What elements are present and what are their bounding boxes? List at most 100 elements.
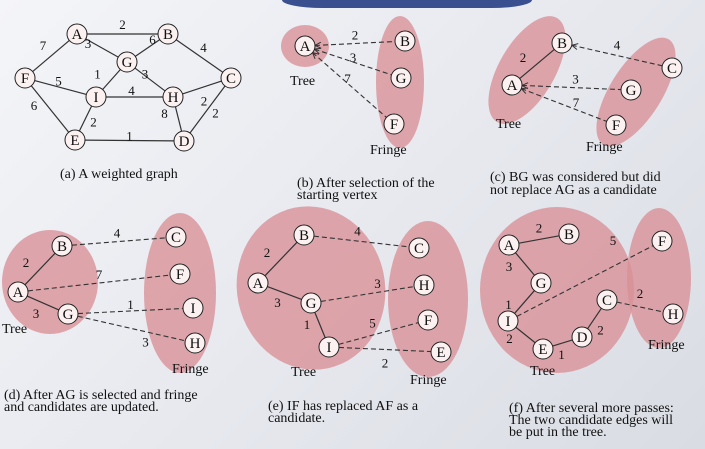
panel-a-vertex-G: G: [116, 51, 138, 73]
vertex-label: B: [299, 228, 309, 244]
panel-a-edge-HD: [174, 106, 183, 132]
vertex-circle: [620, 79, 642, 101]
panel-e-vertex-C: C: [408, 237, 430, 259]
panel-f-edge-IF: [516, 245, 654, 317]
caption-b: (b) After selection of the starting vert…: [297, 176, 438, 203]
vertex-circle: [293, 224, 315, 246]
panel-d-edge-AG: [26, 295, 60, 311]
caption-c-line: (c) BG was considered but did: [490, 170, 661, 185]
vertex-label: C: [667, 61, 677, 77]
panel-a-weight-ED: 1: [126, 129, 133, 144]
panel-f-weight-AG: 3: [506, 259, 513, 274]
panel-b-edge-AF: [312, 52, 387, 118]
vertex-label: H: [190, 336, 201, 352]
vertex-label: G: [626, 83, 637, 99]
panel-e-fringe-label: Fringe: [410, 373, 447, 388]
panel-e-weight-GI: 1: [304, 317, 311, 332]
panel-e-edge-AG: [267, 285, 302, 301]
vertex-circle: [605, 114, 627, 136]
caption-f: (f) After several more passes: The two c…: [509, 401, 677, 440]
panel-a-vertex-B: B: [157, 23, 179, 45]
panel-f-vertex-F: F: [651, 230, 673, 252]
caption-e-line: (e) IF has replaced AF as a: [268, 399, 419, 414]
panel-d-vertex-C: C: [165, 226, 187, 248]
vertex-label: G: [396, 71, 407, 87]
vertex-circle: [408, 237, 430, 259]
vertex-circle: [57, 303, 79, 325]
vertex-circle: [116, 51, 138, 73]
vertex-circle: [497, 310, 519, 332]
caption-e-line: candidate.: [268, 411, 325, 426]
panel-f-weight-CH: 2: [637, 286, 644, 301]
panel-a-weight-AF: 7: [40, 38, 47, 53]
panel-f-fringe-region: [627, 208, 691, 348]
panel-f-fringe-label: Fringe: [648, 338, 685, 353]
vertex-circle: [64, 129, 86, 151]
panel-e-edge-IE: [338, 346, 432, 353]
vertex-circle: [430, 341, 452, 363]
panel-e-vertex-A: A: [247, 272, 269, 294]
vertex-circle: [14, 67, 36, 89]
panel-e-weight-IE: 2: [382, 356, 389, 371]
panel-a-vertex-C: C: [220, 67, 242, 89]
caption-f-line: (f) After several more passes:: [509, 401, 674, 416]
panel-c-tree-label: Tree: [496, 117, 521, 132]
panel-d-edge-GI: [77, 307, 184, 315]
vertex-circle: [651, 230, 673, 252]
caption-e: (e) IF has replaced AF as a candidate.: [268, 399, 422, 426]
panel-e-vertex-E: E: [430, 341, 452, 363]
vertex-label: G: [306, 296, 317, 312]
panel-a-weight-FI: 5: [55, 74, 62, 89]
panel-d-vertex-I: I: [182, 297, 204, 319]
panel-b-weight-AG: 3: [350, 50, 357, 65]
panel-f-vertex-D: D: [571, 326, 593, 348]
panel-a-edge-AF: [32, 40, 70, 72]
panel-f-edge-GI: [514, 290, 535, 314]
vertex-label: I: [327, 340, 332, 356]
panel-d-weight-AG: 3: [33, 306, 40, 321]
vertex-label: C: [602, 293, 612, 309]
panel-a-edge-BC: [175, 39, 224, 73]
panel-c-edge-BA: [519, 48, 555, 80]
vertex-circle: [394, 30, 416, 52]
vertex-circle: [596, 289, 618, 311]
vertex-label: F: [21, 71, 29, 87]
panel-a-weight-AG: 3: [85, 36, 92, 51]
panel-b-vertex-F: F: [383, 113, 405, 135]
vertex-label: H: [168, 90, 179, 106]
panel-b-weight-AB: 2: [352, 28, 359, 43]
caption-f-line: be put in the tree.: [509, 425, 607, 440]
panel-f-weight-ED: 1: [558, 347, 565, 362]
panel-a-edge-FE: [30, 85, 70, 133]
vertex-circle: [300, 292, 322, 314]
vertex-circle: [571, 326, 593, 348]
vertex-circle: [551, 32, 573, 54]
vertex-circle: [184, 332, 206, 354]
panel-d-tree-label: Tree: [2, 322, 27, 337]
panel-c-edge-AG: [521, 84, 622, 91]
panel-a-weight-AB: 2: [119, 17, 126, 32]
vertex-circle: [169, 263, 191, 285]
vertex-circle: [532, 338, 554, 360]
vertex-circle: [501, 74, 523, 96]
panel-e-vertex-F: F: [417, 309, 439, 331]
vertex-label: C: [226, 71, 236, 87]
vertex-label: E: [538, 342, 547, 358]
vertex-circle: [247, 272, 269, 294]
vertex-label: C: [414, 241, 424, 257]
panel-a-weight-HC: 2: [201, 94, 208, 109]
panel-d-weight-AF: 7: [96, 267, 103, 282]
panel-a-edge-IE: [78, 105, 93, 132]
panel-a-vertex-E: E: [64, 129, 86, 151]
panel-a-vertex-D: D: [173, 130, 195, 152]
panel-e-fringe-region: [388, 221, 468, 377]
vertex-circle: [51, 235, 73, 257]
panel-f-vertex-H: H: [662, 303, 684, 325]
panel-e-weight-IF: 5: [369, 316, 376, 331]
panel-a-edge-FI: [34, 80, 87, 95]
panel-a-weight-HD: 8: [161, 106, 168, 121]
vertex-circle: [661, 57, 683, 79]
panel-a-edge-BG: [134, 39, 161, 57]
